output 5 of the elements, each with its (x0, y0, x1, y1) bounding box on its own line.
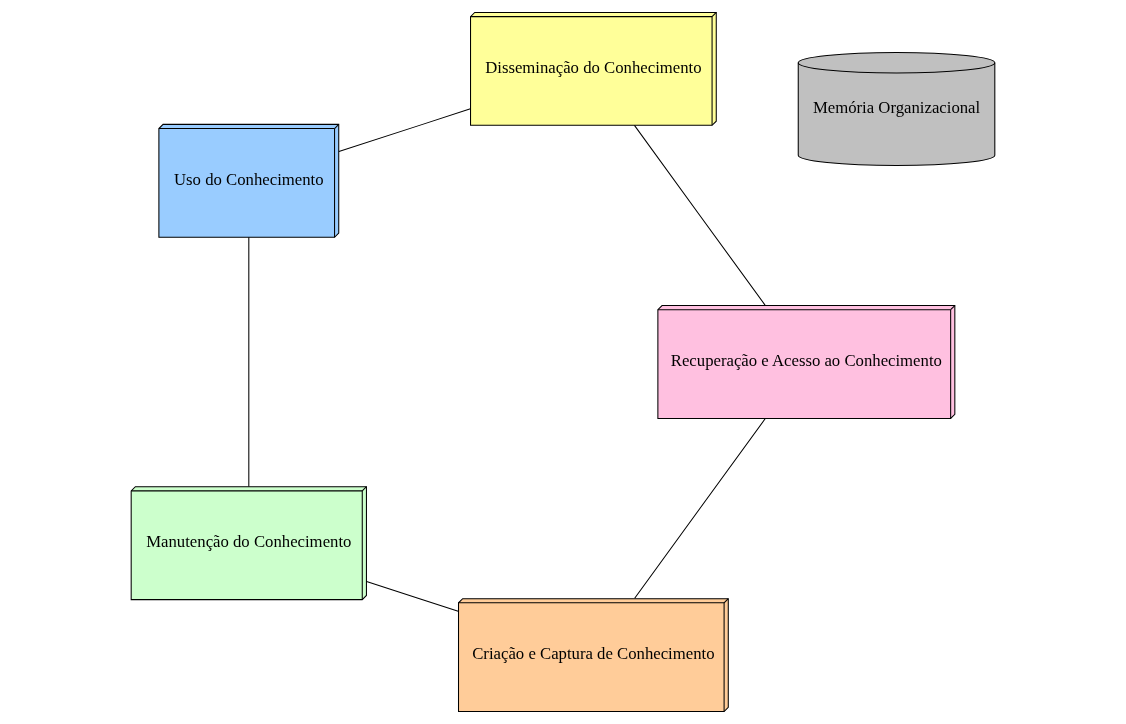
connector (633, 124, 766, 306)
connector (248, 236, 250, 488)
connector (634, 418, 766, 599)
connector (366, 580, 459, 612)
connector (338, 108, 471, 153)
